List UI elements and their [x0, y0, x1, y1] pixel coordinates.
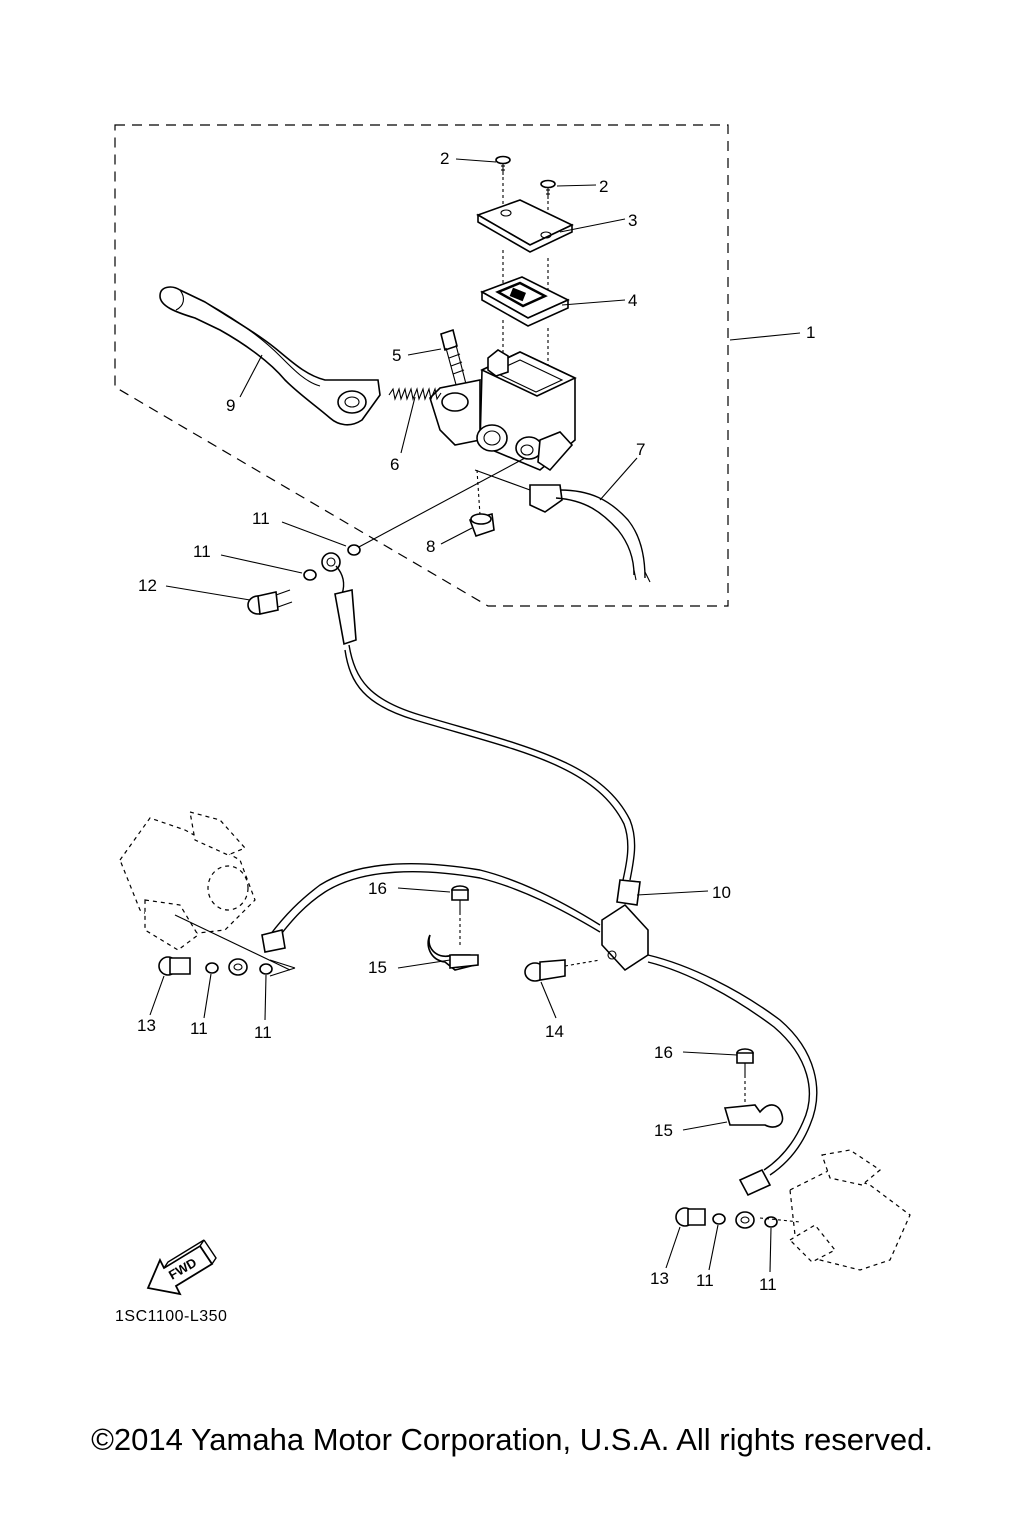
union-bolt-left: [158, 956, 191, 976]
brake-lever: [159, 286, 381, 426]
callout-16-right: 16: [654, 1043, 673, 1062]
callout-11-b: 11: [193, 542, 211, 561]
callout-12: 12: [138, 576, 157, 595]
diaphragm: [480, 276, 570, 327]
union-bolt-right: [675, 1207, 706, 1227]
brake-hose-left: [261, 863, 601, 953]
brake-light-switch: [474, 469, 651, 583]
callout-11-f: 11: [759, 1275, 777, 1294]
callout-1: 1: [806, 323, 815, 342]
hose-joint: [601, 903, 649, 972]
washer-right-inner: [712, 1213, 726, 1225]
callout-11-a: 11: [252, 509, 270, 528]
right-caliper: [789, 1149, 911, 1271]
washer-left-inner: [205, 962, 219, 974]
washer-left-outer: [259, 963, 273, 975]
copper-washer-lower: [303, 569, 317, 581]
reservoir-cap: [476, 199, 574, 253]
callout-11-e: 11: [696, 1271, 714, 1290]
callout-11-d: 11: [254, 1023, 272, 1042]
callout-11-c: 11: [190, 1019, 208, 1038]
diagram-code: 1SC1100-L350: [115, 1308, 227, 1325]
callout-9: 9: [226, 396, 235, 415]
screw-left: [495, 155, 511, 175]
boot-cap: [468, 469, 495, 538]
copper-washer-upper: [347, 544, 361, 556]
bolt-16-center: [451, 885, 469, 945]
callout-10: 10: [712, 883, 731, 902]
callout-6: 6: [390, 455, 399, 474]
return-spring: [388, 387, 442, 401]
copyright-notice: ©2014 Yamaha Motor Corporation, U.S.A. A…: [91, 1422, 933, 1457]
banjo-right: [735, 1211, 755, 1229]
callout-16-center: 16: [368, 879, 387, 898]
master-cylinder-body: [429, 349, 577, 472]
callout-4: 4: [628, 291, 637, 310]
brake-hose-right: [647, 954, 818, 1197]
upper-banjo-fitting: [321, 552, 357, 646]
bolt-16-right: [736, 1048, 754, 1105]
callout-8: 8: [426, 537, 435, 556]
callout-13-right: 13: [650, 1269, 669, 1288]
callout-3: 3: [628, 211, 637, 230]
clamp-right: [723, 1104, 784, 1128]
callout-15-right: 15: [654, 1121, 673, 1140]
brake-hose-main: [344, 644, 641, 906]
banjo-left: [228, 958, 248, 976]
callout-2-right: 2: [599, 177, 608, 196]
callout-2-left: 2: [440, 149, 449, 168]
callout-15-center: 15: [368, 958, 387, 977]
pivot-bolt: [440, 328, 468, 393]
callout-13-left: 13: [137, 1016, 156, 1035]
fwd-arrow-icon: FWD: [146, 1239, 217, 1296]
screw-right: [540, 179, 556, 199]
left-caliper: [119, 811, 256, 951]
union-bolt-14: [524, 959, 601, 982]
union-bolt-upper: [247, 589, 293, 615]
callout-7: 7: [636, 440, 645, 459]
leader-lines: [149, 158, 801, 1273]
callout-14: 14: [545, 1022, 564, 1041]
clamp-center: [427, 934, 479, 971]
assembly-boundary: [114, 124, 729, 607]
callout-5: 5: [392, 346, 401, 365]
